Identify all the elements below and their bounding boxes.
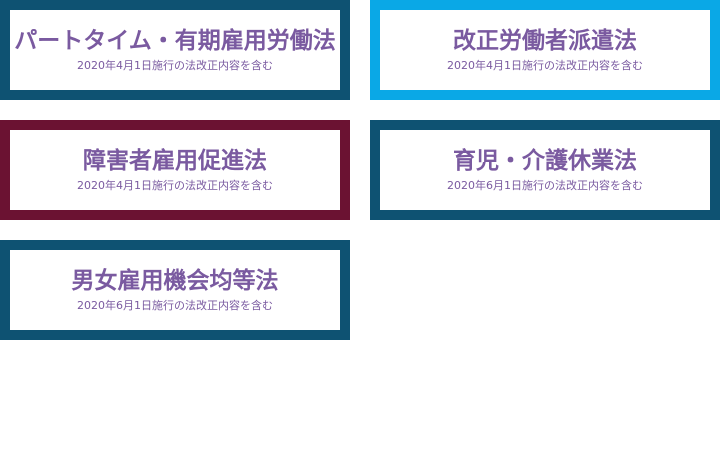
card-title: 障害者雇用促進法	[83, 148, 267, 174]
law-card-childcare-leave[interactable]: 育児・介護休業法 2020年6月1日施行の法改正内容を含む	[370, 120, 720, 220]
law-card-part-time[interactable]: パートタイム・有期雇用労働法 2020年4月1日施行の法改正内容を含む	[0, 0, 350, 100]
card-subtitle: 2020年4月1日施行の法改正内容を含む	[77, 179, 273, 192]
card-subtitle: 2020年6月1日施行の法改正内容を含む	[77, 299, 273, 312]
law-card-equal-employment[interactable]: 男女雇用機会均等法 2020年6月1日施行の法改正内容を含む	[0, 240, 350, 340]
card-subtitle: 2020年4月1日施行の法改正内容を含む	[77, 59, 273, 72]
card-title: 育児・介護休業法	[453, 148, 637, 174]
law-card-disability-employment[interactable]: 障害者雇用促進法 2020年4月1日施行の法改正内容を含む	[0, 120, 350, 220]
card-title: 改正労働者派遣法	[453, 28, 637, 54]
card-title: 男女雇用機会均等法	[71, 268, 279, 294]
card-subtitle: 2020年4月1日施行の法改正内容を含む	[447, 59, 643, 72]
law-card-dispatch[interactable]: 改正労働者派遣法 2020年4月1日施行の法改正内容を含む	[370, 0, 720, 100]
card-title: パートタイム・有期雇用労働法	[14, 28, 336, 54]
card-subtitle: 2020年6月1日施行の法改正内容を含む	[447, 179, 643, 192]
